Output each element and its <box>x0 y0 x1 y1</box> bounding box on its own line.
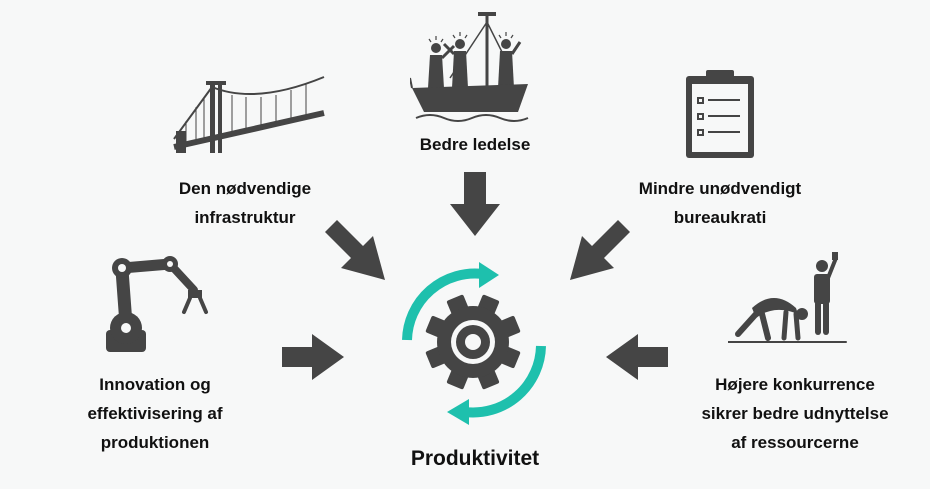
robot-arm-icon <box>106 256 208 352</box>
starting-runner-icon <box>728 252 847 343</box>
label-infrastruktur: Den nødvendige infrastruktur <box>178 179 312 227</box>
label-produktivitet: Produktivitet <box>410 447 540 470</box>
suspension-bridge-icon <box>173 76 325 153</box>
label-konkurrence: Højere konkurrence sikrer bedre udnyttel… <box>701 375 889 452</box>
label-innovation: Innovation og effektivisering af produkt… <box>87 375 223 452</box>
gear-with-cycle-arrows-icon <box>402 262 546 425</box>
ship-with-leaders-icon <box>410 12 529 122</box>
arrow-left <box>606 334 668 380</box>
clipboard-checklist-icon <box>686 70 754 158</box>
arrow-down-left <box>570 220 630 280</box>
label-bureaukrati: Mindre unødvendigt bureaukrati <box>638 179 802 227</box>
arrow-down-right <box>325 220 385 280</box>
arrow-right <box>282 334 344 380</box>
label-bedre-ledelse: Bedre ledelse <box>419 135 531 154</box>
arrow-down <box>450 172 500 236</box>
